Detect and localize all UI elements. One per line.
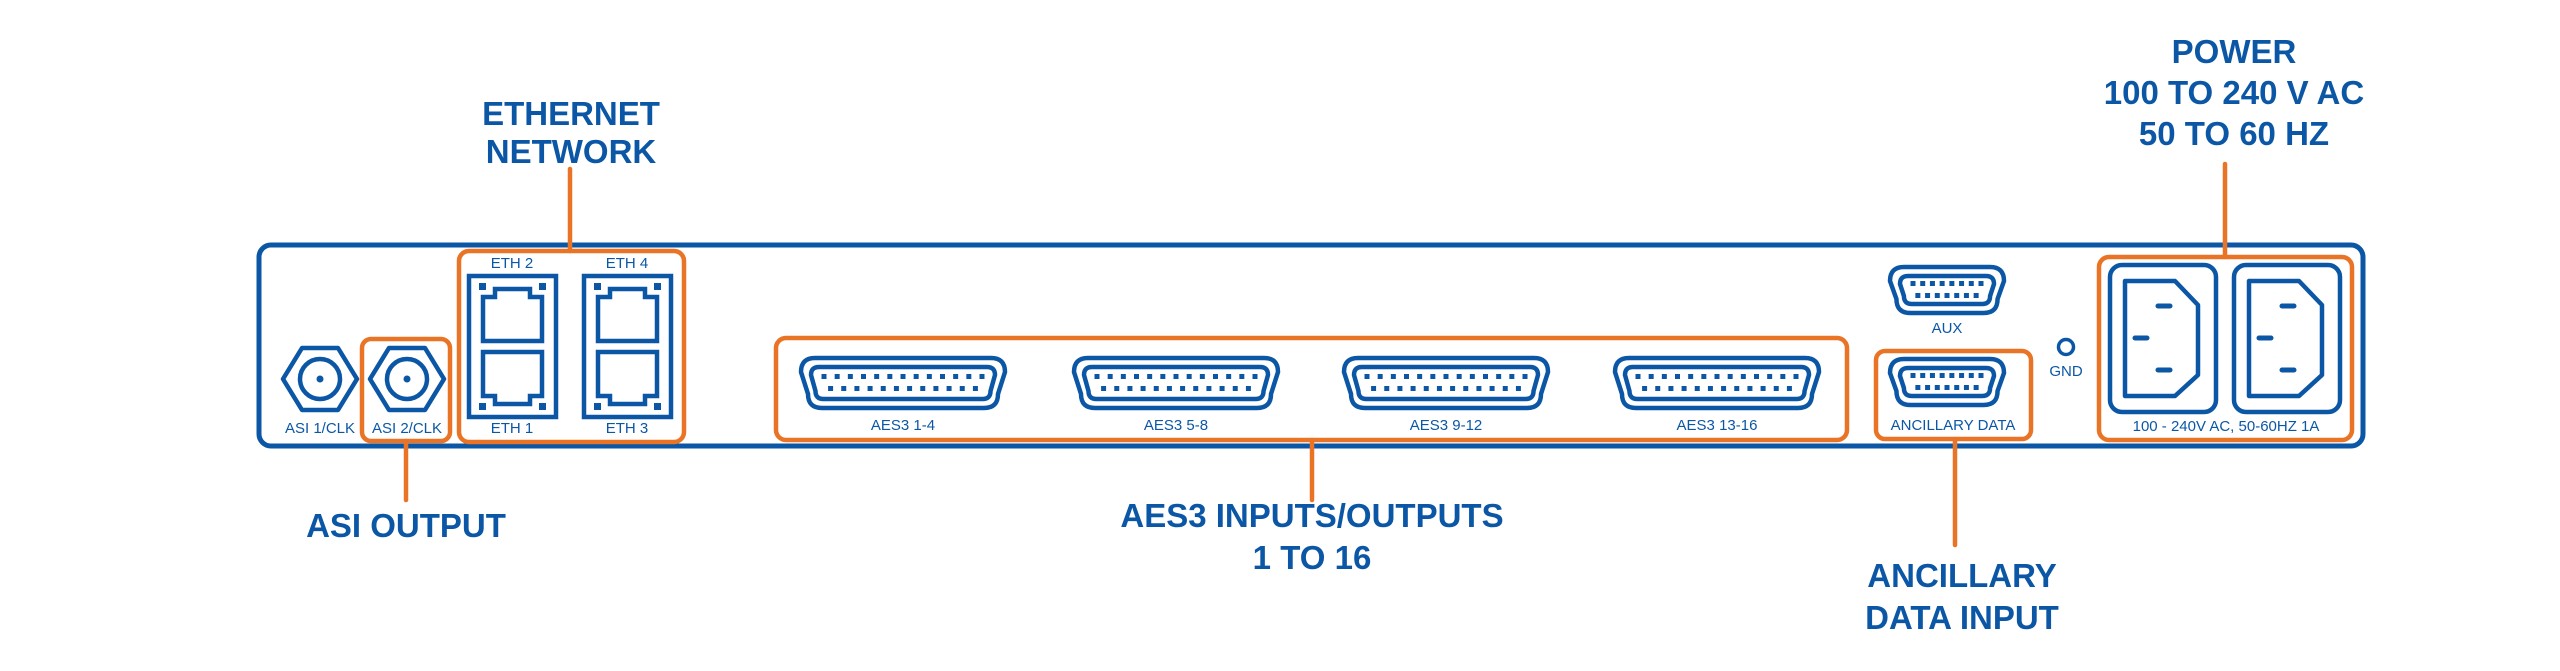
power-rating-label: 100 - 240V AC, 50-60HZ 1A: [2133, 418, 2320, 435]
ethernet-port-block-right: ETH 4 ETH 3: [581, 255, 674, 437]
db15-shell: [1887, 264, 2007, 316]
aes3-port-label: AES3 5-8: [1144, 417, 1208, 434]
aes3-port: AES3 5-8: [1071, 355, 1281, 434]
rj45-port-icon: [594, 349, 661, 410]
aes3-port-label: AES3 13-16: [1677, 417, 1758, 434]
ancillary-data-port: ANCILLARY DATA: [1887, 356, 2016, 434]
gnd-label: GND: [2049, 363, 2083, 380]
power-callout-title-line-3: 50 TO 60 HZ: [2139, 115, 2329, 152]
ethernet-callout-title-line-1: ETHERNET: [482, 95, 660, 132]
db25-connector-icon: [798, 355, 1008, 411]
db15-connector-icon: [1887, 356, 2007, 408]
db25-connector-icon: [1341, 355, 1551, 411]
bnc-connector-icon: [367, 345, 447, 413]
aes3-port: AES3 1-4: [798, 355, 1008, 434]
ancillary-callout-title-line-2: DATA INPUT: [1865, 599, 2059, 636]
chassis-outline: [256, 242, 2366, 449]
db15-connector-icon: [1887, 264, 2007, 316]
db25-connector-icon: [1612, 355, 1822, 411]
ancillary-data-label: ANCILLARY DATA: [1891, 417, 2016, 434]
rj45-port-icon: [479, 349, 546, 410]
db25-connector-icon: [1071, 355, 1281, 411]
power-callout-title-line-1: POWER: [2172, 33, 2297, 70]
asi-2-port: ASI 2/CLK: [367, 345, 447, 437]
aux-label: AUX: [1932, 320, 1963, 337]
asi-1-port: ASI 1/CLK: [280, 345, 360, 437]
ground-terminal-icon: [2056, 337, 2076, 357]
ethernet-port-block-left: ETH 2 ETH 1: [466, 255, 559, 437]
eth-4-label: ETH 4: [606, 255, 649, 272]
aes3-callout-title-line-2: 1 TO 16: [1253, 539, 1372, 576]
aes3-callout-title-line-1: AES3 INPUTS/OUTPUTS: [1120, 497, 1503, 534]
gnd-terminal: GND: [2049, 337, 2083, 380]
aes3-port-label: AES3 9-12: [1410, 417, 1483, 434]
aux-port: AUX: [1887, 264, 2007, 337]
aes3-port: AES3 13-16: [1612, 355, 1822, 434]
eth-2-label: ETH 2: [491, 255, 534, 272]
rj45-port-icon: [594, 283, 661, 344]
ethernet-highlight: [456, 248, 687, 445]
asi-2-label: ASI 2/CLK: [372, 420, 442, 437]
asi-callout-title: ASI OUTPUT: [306, 507, 506, 544]
aes3-port-label: AES3 1-4: [871, 417, 935, 434]
ancillary-callout-title-line-1: ANCILLARY: [1867, 557, 2056, 594]
db15-shell: [1887, 356, 2007, 408]
eth-3-label: ETH 3: [606, 420, 649, 437]
eth-1-label: ETH 1: [491, 420, 534, 437]
asi-1-label: ASI 1/CLK: [285, 420, 355, 437]
bnc-connector-icon: [280, 345, 360, 413]
rj45-port-icon: [479, 283, 546, 344]
aes3-port: AES3 9-12: [1341, 355, 1551, 434]
power-callout-title-line-2: 100 TO 240 V AC: [2104, 74, 2364, 111]
iec-power-inlet-icon: [2107, 262, 2219, 415]
iec-power-inlet-icon: [2231, 262, 2343, 415]
ethernet-callout-title-line-2: NETWORK: [486, 133, 657, 170]
